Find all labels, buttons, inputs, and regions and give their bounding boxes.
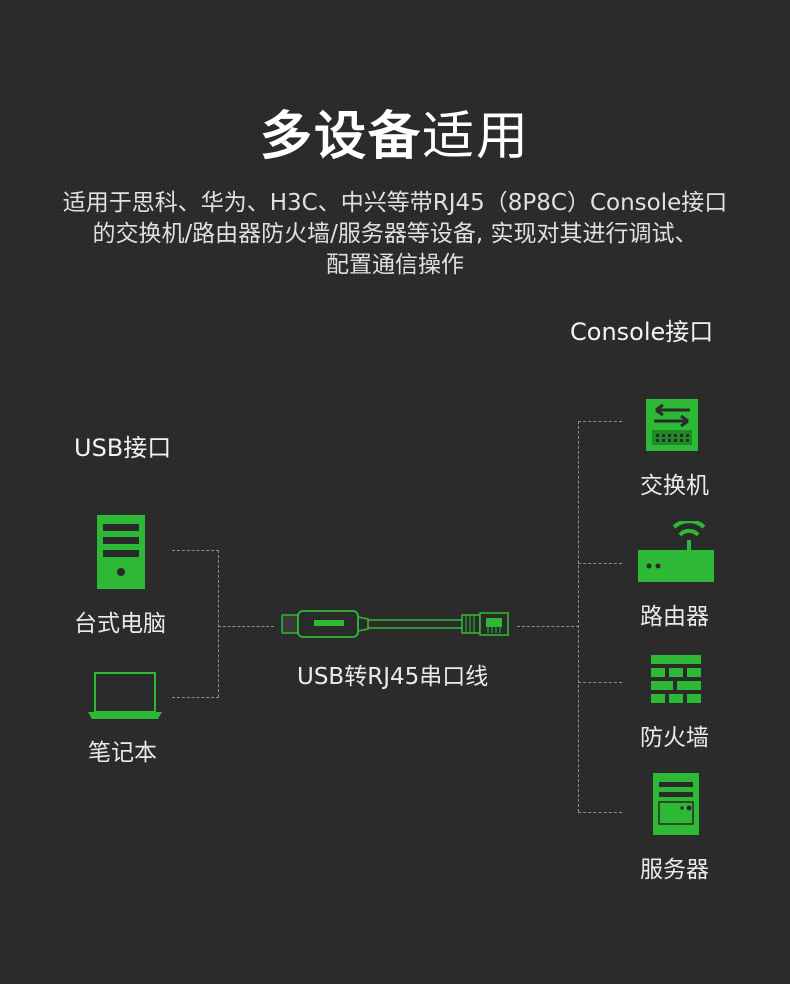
device-label-server: 服务器 <box>640 857 709 883</box>
device-label-desktop: 台式电脑 <box>74 611 166 637</box>
console-interface-label: Console接口 <box>570 318 714 346</box>
description: 适用于思科、华为、H3C、中兴等带RJ45（8P8C）Console接口 的交换… <box>40 188 750 281</box>
router-icon <box>638 521 714 583</box>
switch-icon <box>646 399 698 451</box>
device-label-switch: 交换机 <box>640 473 709 499</box>
page-title: 多设备适用 <box>0 104 790 170</box>
laptop-icon <box>88 672 162 720</box>
connector-line <box>578 682 622 683</box>
device-label-firewall: 防火墙 <box>640 725 709 751</box>
connector-line <box>578 563 622 564</box>
device-label-laptop: 笔记本 <box>88 740 157 766</box>
usb-to-rj45-cable-icon <box>280 607 512 643</box>
connector-line <box>578 421 579 812</box>
usb-interface-label: USB接口 <box>74 434 172 462</box>
server-icon <box>653 773 699 835</box>
connector-line <box>578 812 622 813</box>
connector-line <box>172 550 219 551</box>
connector-line <box>517 626 579 627</box>
connector-line <box>172 697 219 698</box>
connector-line <box>218 626 274 627</box>
description-line: 的交换机/路由器防火墙/服务器等设备, 实现对其进行调试、 <box>92 221 698 247</box>
title-bold: 多设备 <box>259 107 422 167</box>
device-label-router: 路由器 <box>640 604 709 630</box>
cable-label: USB转RJ45串口线 <box>297 664 489 690</box>
connector-line <box>578 421 622 422</box>
description-line: 配置通信操作 <box>326 252 464 278</box>
title-normal: 适用 <box>422 107 531 167</box>
description-line: 适用于思科、华为、H3C、中兴等带RJ45（8P8C）Console接口 <box>62 190 728 216</box>
desktop-tower-icon <box>97 515 145 589</box>
firewall-icon <box>651 655 701 703</box>
connector-line <box>218 550 219 697</box>
